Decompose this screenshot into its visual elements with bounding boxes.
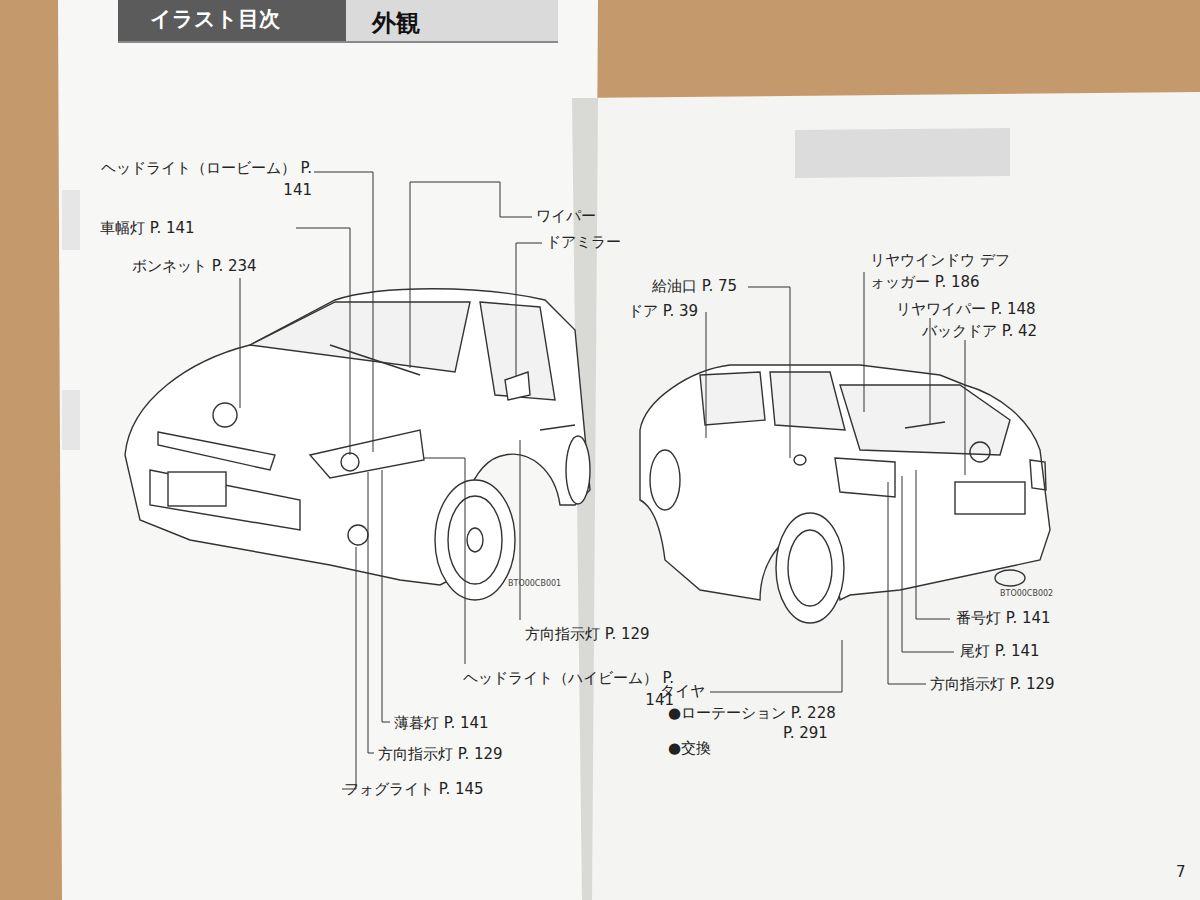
rear-car-illustration: [640, 365, 1050, 623]
right-header-band: [795, 128, 1010, 178]
leader-lines: [240, 172, 965, 789]
callout-label: 方向指示灯 P. 129: [930, 674, 1055, 696]
section-header: イラスト目次: [150, 4, 280, 34]
callout-label: フォグライト P. 145: [344, 779, 484, 801]
callout-label: 方向指示灯 P. 129: [378, 744, 503, 766]
callout-label: ボンネット P. 234: [132, 256, 257, 278]
callout-label: ●ローテーション P. 228: [668, 703, 836, 725]
callout-label: ワイパー: [536, 206, 596, 228]
callout-label: ドア P. 39: [628, 301, 698, 323]
left-page: [58, 0, 598, 900]
callout-label: 薄暮灯 P. 141: [394, 713, 489, 735]
side-tab: [62, 390, 80, 450]
callout-label: BTO00CB002: [1000, 588, 1053, 600]
callout-label: ヘッドライト（ハイビーム） P. 141: [452, 668, 674, 712]
callout-label: BTO00CB001: [508, 578, 561, 590]
side-tab: [62, 190, 80, 250]
page-title: 外観: [372, 6, 420, 41]
page-number: 7: [1176, 862, 1186, 884]
callout-label: ドアミラー: [546, 232, 621, 254]
right-page: [572, 92, 1200, 900]
callout-label: リヤウインドウ デフォッガー P. 186: [870, 250, 1020, 294]
callout-label: 給油口 P. 75: [652, 276, 737, 298]
callout-label: ●交換: [668, 738, 711, 760]
callout-label: 方向指示灯 P. 129: [525, 624, 650, 646]
callout-label: ヘッドライト（ロービーム） P. 141: [100, 158, 312, 202]
callout-label: 尾灯 P. 141: [960, 641, 1040, 663]
header-rule: [118, 41, 558, 43]
title-tab: [346, 0, 558, 42]
callout-label: タイヤ: [660, 681, 705, 703]
header-band: [118, 0, 346, 42]
callout-label: 番号灯 P. 141: [956, 608, 1051, 630]
callout-label: P. 291: [783, 723, 828, 745]
callout-label: リヤワイパー P. 148: [896, 299, 1036, 321]
callout-label: バックドア P. 42: [922, 321, 1037, 343]
callout-label: 車幅灯 P. 141: [100, 218, 195, 240]
